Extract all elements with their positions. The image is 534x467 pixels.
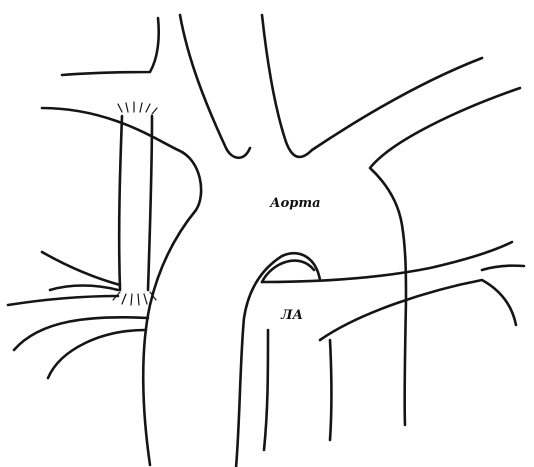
pulmonary-artery-lower-left-wall: [330, 340, 332, 440]
pulmonary-artery-fork-top: [482, 266, 524, 270]
ductus-left-wall: [119, 116, 122, 290]
aorta-branch-left-top: [62, 18, 159, 75]
left-branch-fork: [50, 286, 118, 291]
aorta-branch-neck-right: [262, 15, 312, 157]
aorta-branch-neck-left: [180, 15, 250, 158]
left-branch-upper: [42, 252, 120, 285]
pulmonary-artery-label: ЛА: [281, 308, 303, 323]
aorta-branch-right-upper: [312, 58, 482, 150]
pulmonary-artery-lower-right-wall: [264, 330, 268, 450]
aorta-label: Аорта: [270, 196, 321, 211]
aorta-branch-right-lower: [370, 88, 520, 425]
pulmonary-artery-bottom: [320, 280, 516, 340]
left-branch-lower-3: [48, 330, 146, 378]
ductus-right-wall: [148, 116, 152, 290]
left-branch-lower-1: [8, 296, 118, 305]
ligature-top: [118, 102, 157, 114]
aorta-inner-curve: [236, 253, 320, 467]
